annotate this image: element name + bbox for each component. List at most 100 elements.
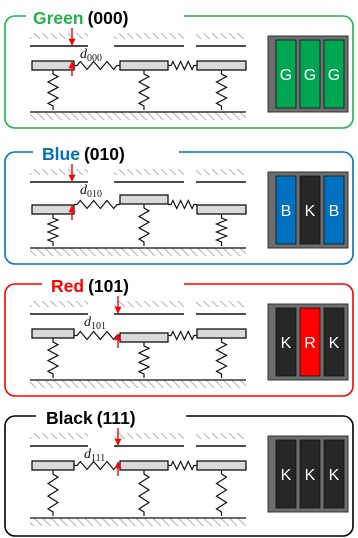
subpixel-label: K [329,335,340,352]
support-spring [214,214,229,246]
support-spring [46,470,60,516]
title-mask [36,404,186,428]
mirror-plate [119,460,169,471]
top-electrode-hatch [114,33,184,39]
mechanical-cross-section: d010 [30,164,247,256]
subpixel-label: G [280,67,292,84]
mechanical-cross-section: d111 [30,428,247,526]
state-code: (111) [97,408,136,428]
lateral-spring [168,199,197,210]
gap-symbol: d [80,47,88,62]
state-color-name: Green [33,8,84,28]
support-spring [137,470,151,516]
title-mask [42,272,184,296]
subpixel-label: R [304,335,316,352]
substrate-hatch [30,380,246,388]
mirror-plate [119,332,169,343]
state-color-name: Black [46,408,93,428]
lateral-spring [168,60,197,71]
subpixel-1 [299,175,321,245]
subpixel-2 [323,39,345,109]
subpixel-label: G [328,67,340,84]
subpixel-1 [299,39,321,109]
subpixel-label: K [281,467,292,484]
gap-subscript: 101 [91,321,106,332]
top-electrode-hatch [196,33,246,39]
mirror-plate [31,328,75,339]
mechanical-cross-section: d000 [30,28,247,120]
substrate-hatch [30,518,246,526]
state-title: Green(000) [33,8,128,28]
mirror-plate [196,204,247,215]
lateral-spring [74,330,120,341]
top-electrode-hatch [196,301,246,307]
state-code: (010) [84,144,125,164]
gap-label: d000 [80,47,102,64]
subpixel-2 [323,175,345,245]
substrate-hatch [30,248,246,256]
mechanical-cross-section: d101 [30,296,247,388]
subpixel-1 [299,439,321,509]
state-title: Red(101) [51,276,129,296]
subpixel-2 [323,307,345,377]
mirror-plate [196,328,247,339]
subpixel-label: K [329,467,340,484]
subpixel-2 [323,439,345,509]
top-electrode-hatch [30,301,88,307]
top-electrode-hatch [114,169,184,175]
title-mask [33,140,179,164]
mirror-plate [119,60,169,71]
state-code: (101) [88,276,129,296]
mirror-plate [31,204,75,215]
gap-symbol: d [84,447,92,462]
support-spring [215,338,228,378]
support-spring [215,470,228,516]
lateral-spring [168,460,197,471]
support-spring [46,338,60,378]
subpixel-label: B [329,203,340,220]
state-color-name: Blue [42,144,80,164]
subpixel-label: B [281,203,292,220]
support-spring [137,204,151,246]
subpixel-label: K [305,467,316,484]
mirror-plate [31,460,75,471]
gap-subscript: 000 [87,53,102,64]
gap-label: d010 [80,183,102,200]
gap-subscript: 111 [91,453,105,464]
subpixel-label: G [304,67,316,84]
gap-label: d101 [84,315,106,332]
subpixel-0 [275,307,297,377]
substrate-hatch [30,112,246,120]
top-electrode-hatch [30,169,88,175]
lateral-spring [168,330,197,341]
subpixel-1 [299,307,321,377]
subpixel-0 [275,439,297,509]
gap-label: d111 [84,447,105,464]
top-electrode-hatch [196,433,246,439]
mirror-plate [196,60,247,71]
state-title: Blue(010) [42,144,125,164]
top-electrode-hatch [196,169,246,175]
state-color-name: Red [51,276,84,296]
top-electrode-hatch [114,433,184,439]
subpixel-label: K [305,203,316,220]
gap-symbol: d [84,315,92,330]
support-spring [215,70,228,110]
subpixel-label: K [281,335,292,352]
mirror-plate [31,60,75,71]
support-spring [46,214,60,246]
lateral-spring [74,60,120,71]
state-title: Black(111) [46,408,136,428]
state-code: (000) [88,8,129,28]
gap-symbol: d [80,183,88,198]
title-mask [26,4,184,28]
gap-subscript: 010 [87,189,102,200]
